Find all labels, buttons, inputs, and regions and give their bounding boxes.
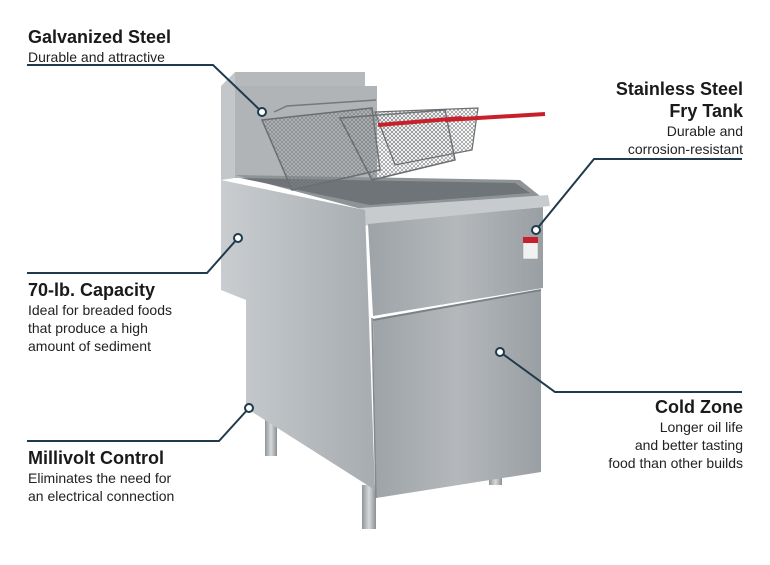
millivolt-desc-line1: Eliminates the need for: [28, 470, 172, 486]
cabinet-door: [373, 290, 541, 498]
stainless-title-line1: Stainless Steel: [615, 79, 743, 99]
basket-handle-2: [377, 116, 463, 127]
capacity-title: 70-lb. Capacity: [28, 280, 156, 300]
stainless-desc-line1: Durable and: [666, 123, 743, 139]
fry-baskets: [260, 99, 479, 191]
coldzone-desc-line1: Longer oil life: [659, 419, 743, 435]
millivolt-title: Millivolt Control: [28, 448, 164, 468]
callout-galvanized-steel: Galvanized Steel Durable and attractive: [28, 26, 171, 66]
coldzone-title: Cold Zone: [655, 397, 743, 417]
front-rim: [360, 195, 550, 226]
callout-capacity: 70-lb. Capacity Ideal for breaded foods …: [28, 279, 172, 355]
leader-dots: [233, 107, 541, 413]
callout-cold-zone: Cold Zone Longer oil life and better tas…: [608, 396, 743, 472]
leader-lines: [27, 64, 742, 442]
rear-left-leg: [265, 420, 277, 456]
capacity-desc-line1: Ideal for breaded foods: [28, 302, 172, 318]
millivolt-desc-line2: an electrical connection: [28, 488, 175, 504]
galvanized-title: Galvanized Steel: [28, 27, 172, 47]
callout-millivolt-control: Millivolt Control Eliminates the need fo…: [28, 447, 174, 505]
stainless-title-line2: Fry Tank: [669, 101, 743, 121]
front-left-leg: [362, 485, 376, 529]
callout-stainless-fry-tank: Stainless Steel Fry Tank Durable and cor…: [616, 78, 743, 158]
capacity-desc-line2: that produce a high: [28, 320, 148, 336]
galvanized-desc: Durable and attractive: [28, 49, 165, 65]
coldzone-desc-line3: food than other builds: [608, 455, 743, 471]
cabinet-side: [221, 180, 375, 490]
backsplash-side: [221, 72, 235, 180]
stainless-desc-line2: corrosion-resistant: [627, 141, 743, 157]
front-upper-panel: [368, 207, 543, 316]
coldzone-desc-line2: and better tasting: [634, 437, 743, 453]
capacity-desc-line3: amount of sediment: [28, 338, 151, 354]
